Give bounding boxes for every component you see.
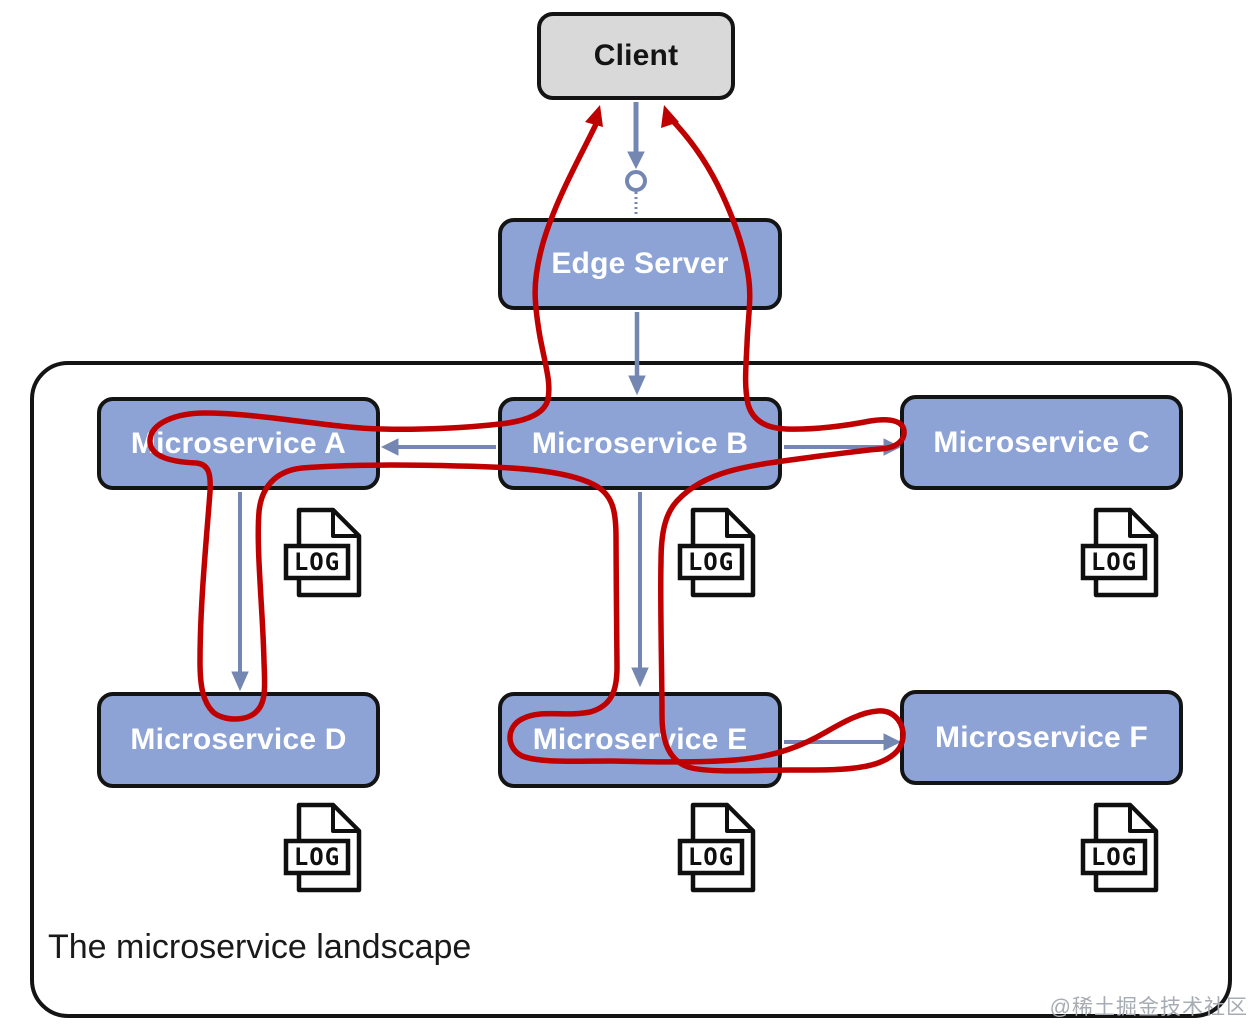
log-label: LOG (688, 548, 734, 576)
log-file-icon-a: LOG (283, 504, 371, 601)
watermark: @稀土掘金技术社区 (1049, 996, 1248, 1019)
log-file-icon-e: LOG (677, 799, 765, 896)
diagram-caption: The microservice landscape (48, 928, 472, 966)
node-microservice-b: Microservice B (498, 397, 782, 490)
log-label: LOG (1091, 843, 1137, 871)
client-to-edge-arrow (625, 102, 647, 215)
log-label: LOG (294, 843, 340, 871)
lollipop-interface-icon (625, 170, 647, 192)
node-microservice-c-label: Microservice C (933, 425, 1150, 459)
node-client: Client (537, 12, 735, 100)
node-edge-server-label: Edge Server (551, 247, 729, 280)
node-microservice-b-label: Microservice B (531, 426, 749, 460)
log-file-icon: LOG (283, 802, 362, 893)
trace-arrowhead-left (585, 105, 603, 127)
node-microservice-d-label: Microservice D (130, 723, 347, 756)
node-microservice-f-label: Microservice F (935, 720, 1148, 754)
log-file-icon-b: LOG (677, 504, 765, 601)
node-microservice-c: Microservice C (900, 395, 1183, 490)
log-label: LOG (688, 843, 734, 871)
log-file-icon: LOG (283, 507, 362, 598)
log-file-icon: LOG (677, 802, 756, 893)
node-microservice-e-label: Microservice E (532, 723, 748, 756)
trace-arrowhead-right (661, 105, 679, 128)
node-microservice-d: Microservice D (97, 692, 380, 788)
node-microservice-a-label: Microservice A (130, 426, 347, 460)
node-microservice-f: Microservice F (900, 690, 1183, 785)
log-file-icon: LOG (1080, 507, 1159, 598)
log-file-icon: LOG (1080, 802, 1159, 893)
log-label: LOG (1091, 548, 1137, 576)
log-label: LOG (294, 548, 340, 576)
node-microservice-e: Microservice E (498, 692, 782, 788)
log-file-icon-d: LOG (283, 799, 371, 896)
log-file-icon-c: LOG (1080, 504, 1168, 601)
node-client-label: Client (593, 39, 679, 72)
node-edge-server: Edge Server (498, 218, 782, 310)
log-file-icon-f: LOG (1080, 799, 1168, 896)
log-file-icon: LOG (677, 507, 756, 598)
node-microservice-a: Microservice A (97, 397, 380, 490)
